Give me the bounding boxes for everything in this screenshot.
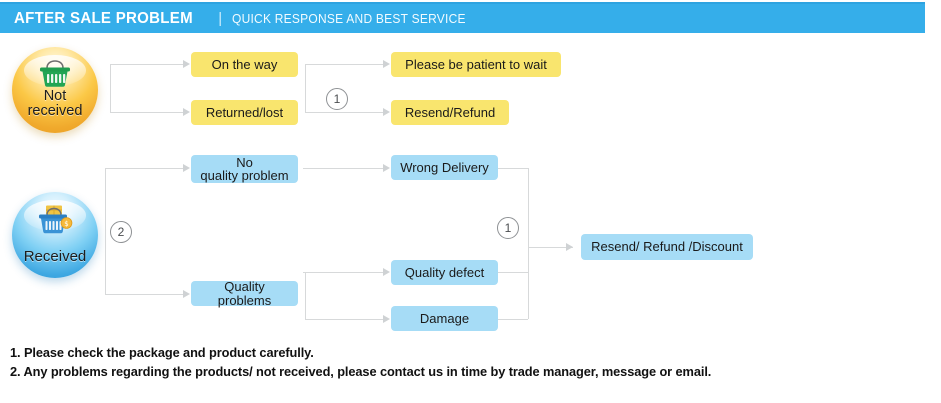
connector-orb1-bus <box>110 64 111 113</box>
arrow-to-please-be-patient <box>383 60 390 68</box>
banner-separator: | <box>218 10 223 27</box>
connector-orb2-bus <box>105 168 106 294</box>
connector-orb1-to-on-the-way <box>110 64 183 65</box>
status-orb-received: $ Received <box>12 192 98 278</box>
connector-quality-split-bus <box>305 272 306 319</box>
arrow-to-quality-problems <box>183 290 190 298</box>
marker-branch2-step-2: 2 <box>110 221 132 243</box>
connector-branch1-merge-bus <box>305 64 306 113</box>
connector-quality-defect-to-merge <box>498 272 528 273</box>
arrow-to-on-the-way <box>183 60 190 68</box>
shopping-basket-icon: $ <box>12 205 98 235</box>
node-returned-lost[interactable]: Returned/lost <box>191 100 298 125</box>
orb-label-received: Received <box>24 249 87 264</box>
orb-label-received-line-1: Received <box>23 248 87 265</box>
footer-note-1: 1. Please check the package and product … <box>10 345 314 360</box>
node-quality-defect[interactable]: Quality defect <box>391 260 498 285</box>
arrow-to-no-quality-problem <box>183 164 190 172</box>
marker-branch1-step-1: 1 <box>326 88 348 110</box>
arrow-to-damage <box>383 315 390 323</box>
orb-label-line-2: received <box>27 103 83 119</box>
banner-subtitle: QUICK RESPONSE AND BEST SERVICE <box>232 11 466 26</box>
node-damage[interactable]: Damage <box>391 306 498 331</box>
connector-on-the-way-to-patient <box>305 64 383 65</box>
connector-quality-to-damage <box>305 319 383 320</box>
header-banner: AFTER SALE PROBLEM | QUICK RESPONSE AND … <box>0 2 925 33</box>
node-on-the-way[interactable]: On the way <box>191 52 298 77</box>
connector-orb2-to-quality-problems <box>105 294 183 295</box>
connector-quality-to-defect <box>305 272 383 273</box>
node-resend-refund-discount[interactable]: Resend/ Refund /Discount <box>581 234 753 260</box>
node-no-quality-problem-line-1: No <box>236 155 253 170</box>
status-orb-not-received: Not received <box>12 47 98 133</box>
arrow-to-wrong-delivery <box>383 164 390 172</box>
connector-returned-to-resend <box>305 112 383 113</box>
connector-orb1-to-returned-lost <box>110 112 183 113</box>
connector-damage-to-merge <box>498 319 528 320</box>
marker-branch2-step-1: 1 <box>497 217 519 239</box>
connector-merge-bus <box>528 168 529 319</box>
connector-wrong-delivery-to-merge <box>498 168 528 169</box>
arrow-to-returned-lost <box>183 108 190 116</box>
connector-no-quality-to-wrong-delivery <box>303 168 383 169</box>
footer-notes: 1. Please check the package and product … <box>10 343 910 381</box>
arrow-to-quality-defect <box>383 268 390 276</box>
orb-label-line-1: Not <box>43 88 67 104</box>
banner-title: AFTER SALE PROBLEM <box>14 9 193 27</box>
node-please-be-patient[interactable]: Please be patient to wait <box>391 52 561 77</box>
node-resend-refund[interactable]: Resend/Refund <box>391 100 509 125</box>
svg-text:$: $ <box>64 220 68 228</box>
footer-note-2: 2. Any problems regarding the products/ … <box>10 364 712 379</box>
connector-merge-to-final <box>528 247 573 248</box>
node-no-quality-problem[interactable]: No quality problem <box>191 155 298 183</box>
connector-quality-stub <box>303 272 305 273</box>
node-quality-problems[interactable]: Quality problems <box>191 279 298 307</box>
connector-orb2-to-no-quality <box>105 168 183 169</box>
node-no-quality-problem-line-2: quality problem <box>200 168 289 183</box>
arrow-to-resend-refund <box>383 108 390 116</box>
shopping-basket-icon <box>12 60 98 88</box>
node-wrong-delivery[interactable]: Wrong Delivery <box>391 155 498 180</box>
orb-label-not-received: Not received <box>28 89 83 119</box>
arrow-to-resend-refund-discount <box>566 243 573 251</box>
